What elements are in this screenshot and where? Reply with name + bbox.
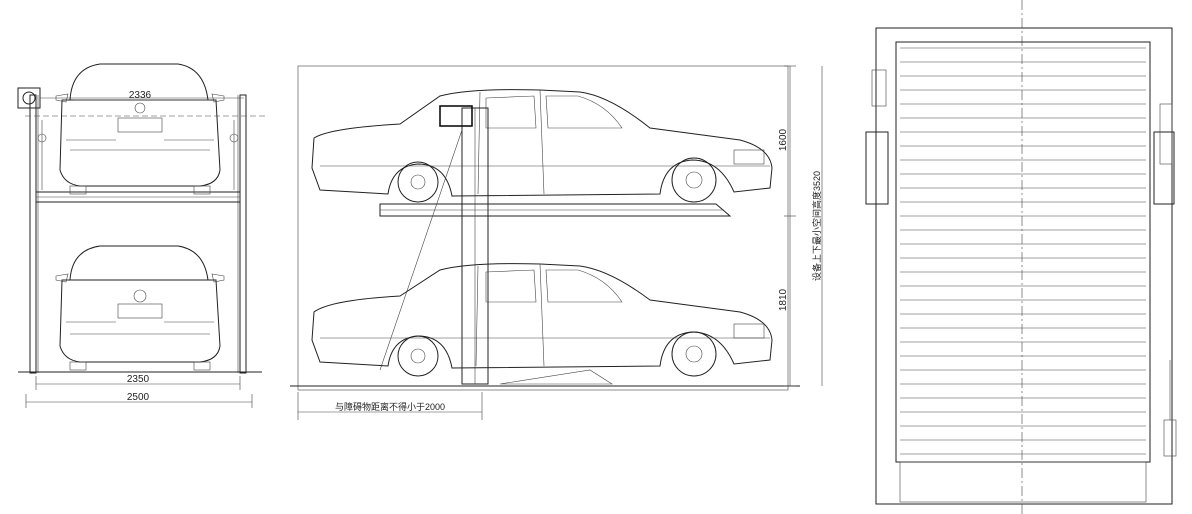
upper-platform-side xyxy=(379,203,732,217)
counterweight-icon xyxy=(1163,419,1177,457)
dim-width-inner: 2350 xyxy=(127,374,150,385)
right-post xyxy=(239,94,247,374)
right-motor-bracket xyxy=(1153,131,1175,205)
entry-ramp xyxy=(899,461,1147,503)
dim-total-height-note: 设备上下最小空间高度3520 xyxy=(811,171,822,281)
top-view xyxy=(865,0,1177,514)
upper-car-side xyxy=(311,89,773,203)
side-view-frame xyxy=(297,65,789,391)
left-motor-bracket xyxy=(865,131,889,205)
dim-upper-height: 1600 xyxy=(778,128,789,151)
dim-lower-height: 1810 xyxy=(778,288,789,311)
dim-width-top: 2336 xyxy=(129,90,152,101)
front-view: 2336 2350 2500 xyxy=(17,63,265,408)
side-view: 1600 1810 设备上下最小空间高度3520 与障碍物距离不得小于2000 xyxy=(290,65,823,420)
top-view-frame xyxy=(875,27,1173,505)
motor-icon xyxy=(439,105,473,127)
pallet-deck xyxy=(895,41,1151,463)
left-post xyxy=(29,94,37,374)
motor-icon xyxy=(17,87,41,109)
pallet-slats xyxy=(900,47,1146,455)
upper-car-rear xyxy=(55,63,225,195)
lower-car-rear xyxy=(55,245,225,371)
lower-car-side xyxy=(311,263,773,377)
dim-width-outer: 2500 xyxy=(127,392,150,403)
dim-clearance-note: 与障碍物距离不得小于2000 xyxy=(335,401,445,412)
